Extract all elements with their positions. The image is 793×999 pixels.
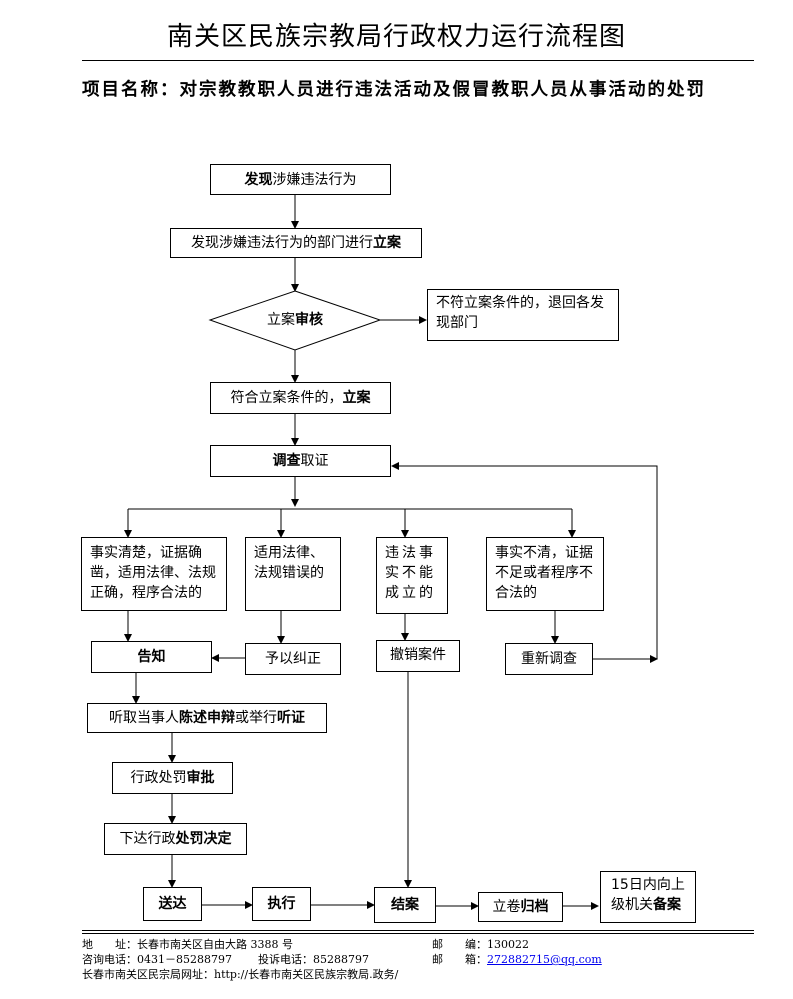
- node-hearing: 听取当事人陈述申辩或举行听证: [87, 703, 327, 733]
- node-notify: 告知: [91, 641, 212, 673]
- node-approve: 行政处罚审批: [112, 762, 233, 794]
- node-review: 立案审核: [267, 312, 323, 328]
- loop-reinvestigate: [391, 462, 658, 660]
- footer-website: 长春市南关区民宗局网址：http://长春市南关区民族宗教局.政务/: [82, 968, 399, 981]
- footer-phone: 咨询电话：0431－85288797: [82, 953, 232, 966]
- node-facts-unclear: 事实不清，证据不足或者程序不合法的: [486, 537, 604, 611]
- node-law-error: 适用法律、法规错误的: [245, 537, 341, 611]
- node-revoke: 撤销案件: [376, 640, 460, 672]
- page-title: 南关区民族宗教局行政权力运行流程图: [166, 22, 626, 52]
- node-execute: 执行: [252, 887, 311, 921]
- node-accept: 符合立案条件的，立案: [210, 382, 391, 414]
- footer-postcode: 邮 编：130022: [432, 938, 529, 951]
- title-divider: [82, 60, 754, 61]
- node-archive: 立卷归档: [478, 892, 563, 922]
- node-decide: 下达行政处罚决定: [104, 823, 247, 855]
- node-record: 15日内向上级机关备案: [600, 871, 696, 923]
- node-discover: 发现涉嫌违法行为: [210, 164, 391, 195]
- footer-address: 地 址：长春市南关区自由大路 3388 号: [82, 938, 293, 951]
- node-close: 结案: [374, 887, 436, 923]
- footer-email: 邮 箱：272882715@qq.com: [432, 953, 602, 966]
- project-name: 项目名称：对宗教教职人员进行违法活动及假冒教职人员从事活动的处罚: [82, 80, 706, 100]
- node-file-case: 发现涉嫌违法行为的部门进行立案: [170, 228, 422, 258]
- node-deliver: 送达: [143, 887, 202, 921]
- node-reject: 不符立案条件的，退回各发现部门: [427, 289, 619, 341]
- footer-divider: [82, 930, 754, 931]
- node-facts-clear: 事实清楚，证据确凿，适用法律、法规正确，程序合法的: [81, 537, 227, 611]
- node-not-established: 违法事实不能成立的: [376, 537, 448, 614]
- email-link[interactable]: 272882715@qq.com: [487, 953, 602, 966]
- footer-divider-2: [82, 933, 754, 934]
- node-correct: 予以纠正: [245, 643, 341, 675]
- node-investigate: 调查取证: [210, 445, 391, 477]
- footer-complaint: 投诉电话：85288797: [258, 953, 369, 966]
- node-reinvestigate: 重新调查: [505, 643, 593, 675]
